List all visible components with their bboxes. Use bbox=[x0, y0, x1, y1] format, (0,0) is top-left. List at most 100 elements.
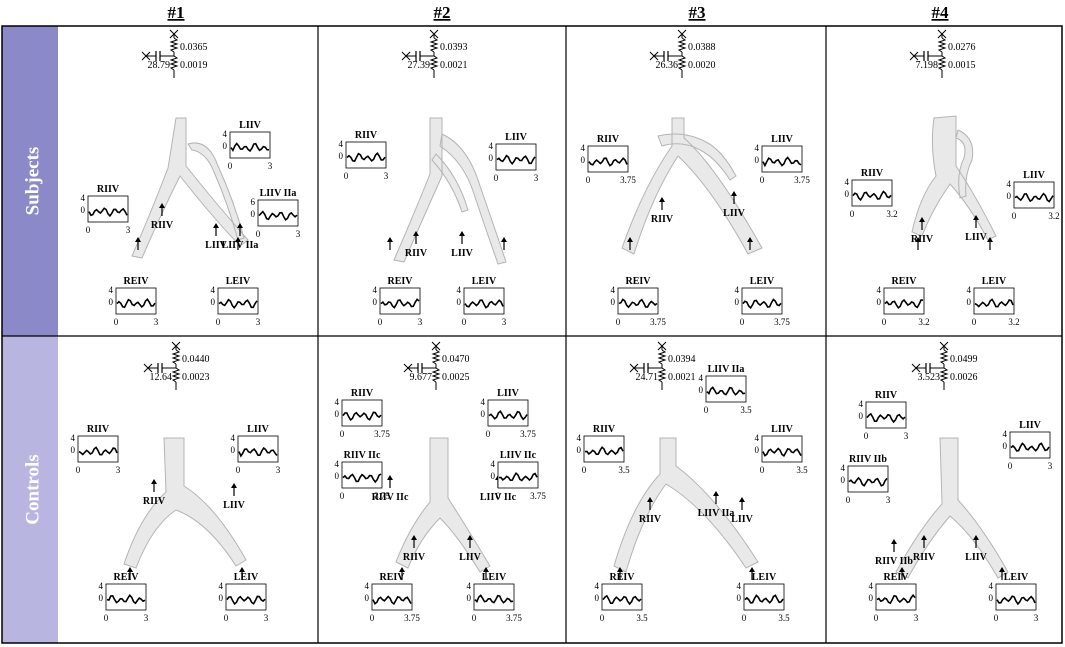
inset-s2-reiv-ymax: 4 bbox=[373, 285, 378, 295]
windkessel-s4-resistance-proximal: 0.0276 bbox=[948, 42, 976, 53]
inset-s4-liiv-waveform bbox=[1014, 192, 1054, 203]
inset-s2-leiv-title: LEIV bbox=[472, 276, 497, 287]
inset-s2-reiv-title: REIV bbox=[387, 276, 413, 287]
inset-c2-reiv-ymax: 4 bbox=[365, 581, 370, 591]
inset-c1-reiv-box bbox=[105, 583, 147, 611]
vessel-arrow-c2-1-head bbox=[411, 535, 417, 540]
windkessel-s2-resistor-top bbox=[429, 37, 439, 53]
inset-c1-leiv-xmax: 3 bbox=[264, 613, 269, 623]
column-header-3: #3 bbox=[689, 3, 706, 22]
inset-c1-reiv-xmin: 0 bbox=[104, 613, 109, 623]
inset-s1-riiv-xmin: 0 bbox=[86, 225, 91, 235]
inset-c4-riiv-iib-waveform bbox=[848, 476, 888, 487]
inset-s1-reiv-ymid: 0 bbox=[109, 297, 114, 307]
inlet-arrow-left-c2-head bbox=[399, 567, 405, 572]
vessel-arrow-s3-0: RIIV bbox=[651, 197, 674, 225]
inset-c4-liiv-waveform bbox=[1010, 442, 1050, 452]
inset-c4-riiv-iib-xmin: 0 bbox=[846, 495, 851, 505]
vessel-arrow-c3-1: LIIV IIa bbox=[698, 491, 734, 519]
inset-c3-riiv-xmax: 3.5 bbox=[618, 465, 630, 475]
inset-c3-reiv-ymax: 4 bbox=[595, 581, 600, 591]
inset-s3-liiv-title: LIIV bbox=[771, 134, 793, 145]
inset-s4-reiv-title: REIV bbox=[891, 276, 917, 287]
inset-c2-reiv-title: REIV bbox=[379, 572, 405, 583]
inset-c3-reiv-ymid: 0 bbox=[595, 593, 600, 603]
inset-s1-liiv-iia-xmax: 3 bbox=[296, 229, 301, 239]
inset-c4-liiv-ymax: 4 bbox=[1003, 429, 1008, 439]
inset-c1-liiv-ymid: 0 bbox=[231, 445, 236, 455]
inlet-arrow-left-s3 bbox=[627, 237, 633, 250]
inset-s2-leiv-box bbox=[463, 287, 505, 315]
inset-s4-reiv-xmin: 0 bbox=[882, 317, 887, 327]
inset-s3-reiv-ymid: 0 bbox=[611, 297, 616, 307]
inset-s3-reiv-waveform bbox=[618, 298, 658, 309]
inset-c3-liiv-ymid: 0 bbox=[755, 445, 760, 455]
vessel-arrow-s4-0-label: RIIV bbox=[911, 234, 934, 245]
inset-s4-riiv-xmin: 0 bbox=[850, 209, 855, 219]
inset-s4-liiv-title: LIIV bbox=[1023, 170, 1045, 181]
inset-c1-riiv-ymid: 0 bbox=[71, 445, 76, 455]
inset-c4-leiv-ymax: 4 bbox=[989, 581, 994, 591]
vessel-model-c2 bbox=[395, 437, 491, 573]
inset-c4-liiv-xmin: 0 bbox=[1008, 461, 1013, 471]
inset-c2-liiv-ymax: 4 bbox=[481, 397, 486, 407]
inset-s1-riiv-waveform bbox=[88, 207, 128, 218]
inset-c4-reiv-title: REIV bbox=[883, 572, 909, 583]
windkessel-c4-resistor-bottom bbox=[939, 367, 949, 383]
vessel-arrow-s3-1-head bbox=[731, 191, 737, 196]
inlet-arrow-left-c2 bbox=[399, 567, 405, 580]
inset-s2-reiv-xmax: 3 bbox=[418, 317, 423, 327]
inset-c2-riiv-ymid: 0 bbox=[335, 409, 340, 419]
vessel-arrow-c1-1-label: LIIV bbox=[223, 500, 245, 511]
vessel-arrow-s1-0: RIIV bbox=[151, 203, 174, 231]
windkessel-c2-resistance-distal: 0.0025 bbox=[442, 372, 470, 383]
inset-c2-liiv-waveform bbox=[488, 410, 528, 421]
inset-s3-leiv-ymax: 4 bbox=[735, 285, 740, 295]
inset-s1-liiv-xmax: 3 bbox=[268, 161, 273, 171]
inset-s2-riiv-xmax: 3 bbox=[384, 171, 389, 181]
inset-c2-leiv-title: LEIV bbox=[482, 572, 507, 583]
inlet-arrow-left-c4-head bbox=[899, 567, 905, 572]
vessel-arrow-c3-0: RIIV bbox=[639, 497, 662, 525]
row-band-controls bbox=[2, 336, 58, 643]
vessel-arrow-c1-1-head bbox=[231, 483, 237, 488]
vessel-arrow-s3-0-head bbox=[659, 197, 665, 202]
inset-s4-riiv-ymax: 4 bbox=[845, 177, 850, 187]
inset-c4-riiv-waveform bbox=[866, 412, 906, 424]
inset-c3-leiv-box bbox=[743, 583, 785, 611]
inset-c1-leiv-xmin: 0 bbox=[224, 613, 229, 623]
vessel-arrow-s1-2-label: LIIV IIa bbox=[222, 240, 259, 251]
row-label-controls: Controls bbox=[22, 454, 43, 524]
vessel-arrow-c3-2-label: LIIV bbox=[731, 514, 753, 525]
inset-c1-liiv-xmax: 3 bbox=[276, 465, 281, 475]
inset-c4-leiv-ymid: 0 bbox=[989, 593, 994, 603]
inset-c2-riiv-ymax: 4 bbox=[335, 397, 340, 407]
column-header-1: #1 bbox=[168, 3, 185, 22]
inset-c3-liiv-iia-ymid: 0 bbox=[699, 385, 704, 395]
inset-c2-liiv-iic-title: LIIV IIc bbox=[500, 450, 537, 461]
inset-s1-riiv-title: RIIV bbox=[97, 184, 120, 195]
inset-c1-riiv-xmin: 0 bbox=[76, 465, 81, 475]
vessel-arrow-c1-0: RIIV bbox=[143, 479, 166, 507]
inset-s2-leiv-ymax: 4 bbox=[457, 285, 462, 295]
vessel-arrow-c2-2: LIIV bbox=[459, 535, 482, 563]
windkessel-c3-resistance-distal: 0.0021 bbox=[668, 372, 696, 383]
inset-s2-leiv-xmin: 0 bbox=[462, 317, 467, 327]
inset-s1-riiv-ymax: 4 bbox=[81, 193, 86, 203]
inset-s4-riiv-box bbox=[851, 179, 893, 207]
inset-c1-riiv-ymax: 4 bbox=[71, 433, 76, 443]
inset-s2-liiv-title: LIIV bbox=[505, 132, 527, 143]
